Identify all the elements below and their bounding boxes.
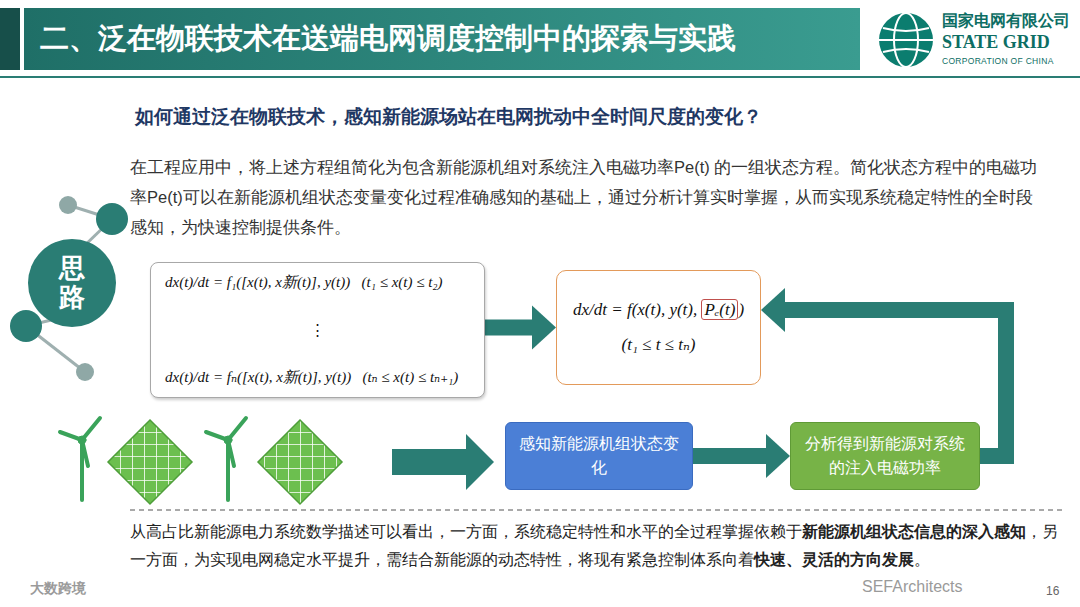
- watermark: 大数跨境: [30, 580, 86, 598]
- wind-turbine: [60, 418, 100, 500]
- text-row: 思路: [59, 254, 85, 311]
- page-number: 16: [1046, 584, 1059, 598]
- node-text: dx/dt = f(x(t), y(t),: [573, 300, 702, 319]
- equation-box: dx(t)/dt = f₁([x(t), x新(t)], y(t)) (t₁ ≤…: [150, 262, 485, 398]
- node-text: 分析得到新能源对系统的注入电磁功率: [805, 435, 965, 476]
- text-row: dx/dt = f(x(t), y(t), Pₑ(t)): [573, 300, 744, 320]
- emphasis-text: 新能源机组状态信息的深入感知: [802, 523, 1026, 540]
- node-text: 感知新能源机组状态变化: [519, 435, 679, 476]
- arrow-head: [761, 288, 785, 332]
- text-row: 分析得到新能源对系统的注入电磁功率: [803, 432, 967, 480]
- text-row: dx(t)/dt = f₁([x(t), x新(t)], y(t)) (t₁ ≤…: [165, 273, 470, 292]
- solar-panel: [108, 420, 192, 504]
- header-strip: [0, 8, 20, 70]
- company-name-en: STATE GRID: [942, 32, 1050, 53]
- header-rule: [0, 76, 1080, 78]
- flow-arrow: [392, 434, 494, 490]
- emphasis-text: 快速、灵活的方向发展: [754, 551, 914, 568]
- watermark: SEFArchitects: [862, 578, 962, 596]
- header-band: [24, 8, 860, 70]
- company-logo: [879, 13, 933, 67]
- question-heading: 如何通过泛在物联技术，感知新能源场站在电网扰动中全时间尺度的变化？: [135, 104, 762, 130]
- flow-connector: [693, 434, 790, 478]
- node-text: dx(t)/dt = f₁([x(t), x新(t)], y(t)) (t₁ ≤…: [165, 274, 443, 290]
- company-name: 国家电网有限公司: [942, 11, 1070, 32]
- decor-dots: [10, 196, 128, 381]
- node-text: ): [738, 300, 744, 319]
- arrow-head: [532, 306, 556, 350]
- text-row: dx(t)/dt = fₙ([x(t), x新(t)], y(t)) (tₙ ≤…: [165, 368, 470, 387]
- text-row: 感知新能源机组状态变化: [518, 432, 680, 480]
- body-paragraph: 在工程应用中，将上述方程组简化为包含新能源机组对系统注入电磁功率Pe(t) 的一…: [130, 152, 1045, 242]
- footnote-text: 。: [914, 551, 930, 568]
- connector-line: [693, 448, 766, 464]
- solar-panel: [258, 420, 342, 504]
- wind-turbine: [206, 418, 246, 500]
- node-text: 思路: [59, 254, 85, 311]
- node-text: dx(t)/dt = fₙ([x(t), x新(t)], y(t)) (tₙ ≤…: [165, 369, 458, 385]
- connector-line: [485, 320, 532, 336]
- company-subtitle: CORPORATION OF CHINA: [942, 56, 1054, 66]
- dashed-divider: [130, 510, 1062, 511]
- footnote-text: 从高占比新能源电力系统数学描述可以看出，一方面，系统稳定特性和水平的全过程掌握依…: [130, 523, 802, 540]
- slide-title: 二、泛在物联技术在送端电网调度控制中的探索与实践: [40, 12, 736, 64]
- node-text: (t₁ ≤ t ≤ tₙ): [622, 335, 696, 354]
- process-box: 分析得到新能源对系统的注入电磁功率: [790, 422, 980, 490]
- highlighted-term: Pₑ(t): [701, 299, 738, 320]
- arrow-head: [766, 434, 790, 478]
- node-text: ⋮: [310, 322, 325, 338]
- text-row: (t₁ ≤ t ≤ tₙ): [622, 334, 696, 355]
- idea-circle: 思路: [28, 239, 116, 327]
- process-box: 感知新能源机组状态变化: [505, 422, 693, 490]
- text-row: ⋮: [165, 321, 470, 339]
- equation-box: dx/dt = f(x(t), y(t), Pₑ(t)) (t₁ ≤ t ≤ tₙ…: [556, 270, 761, 385]
- flow-connector: [485, 306, 556, 350]
- footnote-paragraph: 从高占比新能源电力系统数学描述可以看出，一方面，系统稳定特性和水平的全过程掌握依…: [130, 518, 1065, 574]
